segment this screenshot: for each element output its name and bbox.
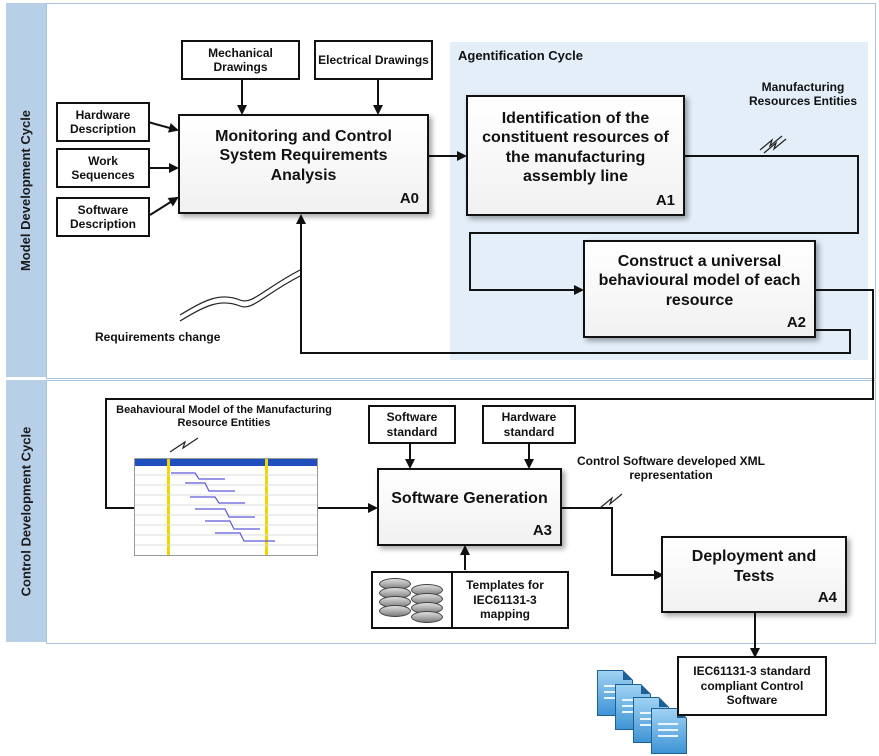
arrow-hardware-a0	[147, 121, 179, 133]
compliant-control-software-label: IEC61131-3 standard compliant Control So…	[693, 664, 811, 708]
agentification-title: Agentification Cycle	[458, 48, 583, 63]
a2-label: Construct a universal behavioural model …	[598, 253, 801, 309]
templates-label: Templates for IEC61131-3 mapping	[466, 578, 544, 622]
a0-label: Monitoring and Control System Requiremen…	[215, 128, 392, 184]
software-description-label: Software Description	[69, 202, 136, 231]
arrow-a2-a0-feedback	[296, 214, 851, 354]
a4-code: A4	[817, 589, 837, 606]
work-sequences-box: Work Sequences	[56, 148, 150, 188]
arrow-a1-a2	[469, 155, 859, 295]
a1-label: Identification of the constituent resour…	[482, 110, 669, 185]
hardware-description-box: Hardware Description	[56, 102, 150, 142]
database-icon	[379, 578, 411, 617]
model-cycle-band: Model Development Cycle	[6, 3, 46, 377]
mechanical-drawings-label: Mechanical Drawings	[208, 45, 273, 74]
templates-box: Templates for IEC61131-3 mapping	[371, 571, 569, 629]
software-standard-box: Software standard	[368, 405, 456, 444]
software-standard-label: Software standard	[386, 410, 438, 439]
hardware-standard-box: Hardware standard	[482, 405, 576, 444]
a0-code: A0	[399, 190, 419, 207]
electrical-drawings-label: Electrical Drawings	[318, 52, 429, 67]
electrical-drawings-box: Electrical Drawings	[314, 40, 433, 80]
a0-requirements-analysis-box: Monitoring and Control System Requiremen…	[178, 114, 429, 214]
control-cycle-frame	[46, 380, 876, 644]
control-cycle-band: Control Development Cycle	[6, 380, 46, 642]
a1-identification-box: Identification of the constituent resour…	[466, 95, 685, 216]
manufacturing-resources-annotation: Manufacturing Resources Entities	[748, 80, 858, 109]
hardware-standard-label: Hardware standard	[501, 410, 557, 439]
arrow-a3-a4	[561, 507, 664, 580]
software-description-box: Software Description	[56, 197, 150, 237]
a4-label: Deployment and Tests	[691, 548, 817, 585]
a2-code: A2	[786, 314, 806, 331]
a3-label: Software Generation	[391, 490, 548, 508]
behavioural-model-annotation: Beahavioural Model of the Manufacturing …	[116, 404, 332, 430]
a3-software-generation-box: Software Generation A3	[377, 468, 562, 546]
model-cycle-frame	[46, 3, 876, 379]
requirements-change-annotation: Requirements change	[95, 330, 221, 344]
control-software-annotation: Control Software developed XML represent…	[576, 454, 765, 483]
a1-code: A1	[655, 192, 675, 209]
a4-deployment-tests-box: Deployment and Tests A4	[661, 536, 847, 613]
database-icon	[411, 584, 443, 623]
gantt-chart-thumbnail	[134, 458, 318, 556]
hardware-description-label: Hardware Description	[69, 107, 136, 136]
a3-code: A3	[532, 522, 552, 539]
mechanical-drawings-box: Mechanical Drawings	[181, 40, 300, 80]
a2-behavioural-model-box: Construct a universal behavioural model …	[583, 240, 816, 338]
arrow-software-a0	[149, 196, 179, 216]
compliant-control-software-box: IEC61131-3 standard compliant Control So…	[677, 656, 827, 716]
work-sequences-label: Work Sequences	[71, 153, 135, 182]
